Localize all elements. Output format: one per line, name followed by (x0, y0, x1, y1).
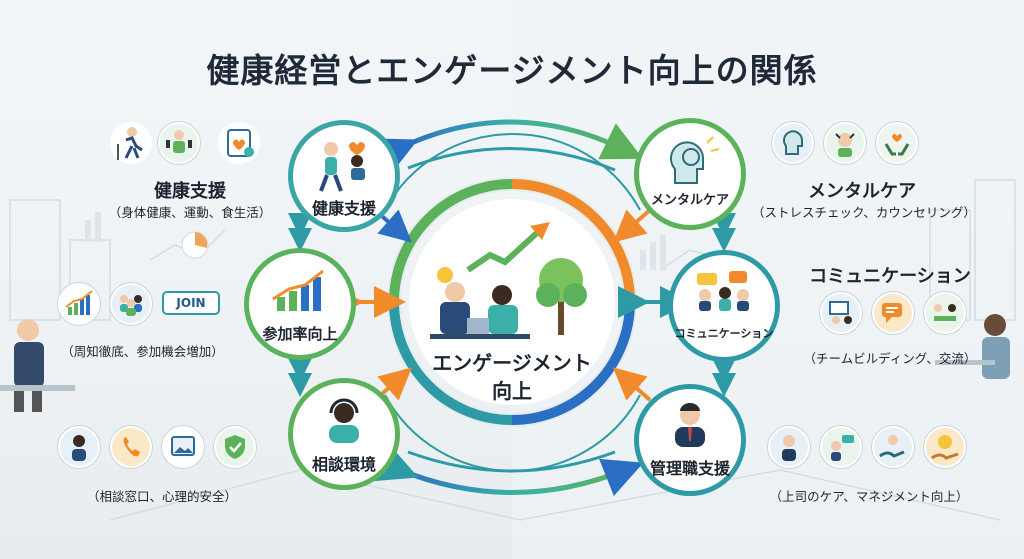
group-manager-subtitle: （上司のケア、マネジメント向上） (769, 489, 969, 504)
group-communication-subtitle: （チームビルディング、交流） (803, 351, 977, 366)
operator-icon (58, 426, 100, 468)
head-brain-icon (670, 136, 720, 184)
group-communication: コミュニケーション （チームビルディング、交流） (790, 262, 990, 370)
dumbbell-icon (158, 122, 200, 164)
group-communication-title: コミュニケーション (809, 266, 971, 287)
shield-check-icon (214, 426, 256, 468)
image-frame-icon (162, 426, 204, 468)
money-hand-icon (924, 426, 966, 468)
group-consultation-subtitle: （相談窓口、心理的安全） (86, 489, 237, 504)
node-consultation: 相談環境 (288, 378, 400, 490)
join-badge: JOIN (162, 291, 220, 315)
chat-bubble-icon (872, 292, 914, 334)
node-communication: コミュニケーション (668, 250, 780, 362)
group-mental-title: メンタルケア (808, 181, 916, 202)
phone-icon (110, 426, 152, 468)
group-mental-subtitle: （ストレスチェック、カウンセリング） (752, 205, 976, 220)
group-manager: （上司のケア、マネジメント向上） (754, 426, 984, 506)
exercise-icon (319, 142, 365, 192)
node-mental-label: メンタルケア (650, 193, 729, 208)
headset-person-icon (329, 398, 359, 443)
node-health-label: 健康支援 (311, 199, 376, 218)
businessman-icon (768, 426, 810, 468)
group-mental: メンタルケア （ストレスチェック、カウンセリング） (752, 122, 976, 222)
running-icon (110, 122, 152, 164)
health-clipboard-icon (218, 122, 260, 164)
node-communication-label: コミュニケーション (674, 327, 774, 340)
group-participation: JOIN （周知徹底、参加機会増加） (50, 283, 235, 363)
manager-person-icon (675, 403, 705, 447)
center-label-line1: エンゲージメント (432, 351, 592, 375)
growth-chart-icon (58, 283, 100, 325)
stress-icon (824, 122, 866, 164)
presentation-icon (820, 292, 862, 334)
team-table-icon (924, 292, 966, 334)
group-health: 健康支援 （身体健康、運動、食生活） (100, 122, 280, 222)
page-title: 健康経営とエンゲージメント向上の関係 (206, 51, 818, 90)
node-health: 健康支援 (288, 120, 400, 232)
group-health-subtitle: （身体健康、運動、食生活） (108, 205, 272, 220)
bar-chart-icon (272, 269, 324, 311)
group-health-title: 健康支援 (154, 181, 226, 202)
node-participation: 参加率向上 (244, 248, 356, 360)
mentor-chat-icon (820, 426, 862, 468)
center-illustration (430, 222, 587, 339)
brain-icon (772, 122, 814, 164)
node-participation-label: 参加率向上 (262, 325, 338, 343)
meeting-icon (697, 271, 749, 311)
node-consultation-label: 相談環境 (311, 455, 376, 474)
center-label: エンゲージメント 向上 (412, 349, 612, 405)
node-manager-label: 管理職支援 (649, 459, 730, 478)
group-participation-subtitle: （周知徹底、参加機会増加） (61, 344, 224, 359)
node-manager: 管理職支援 (634, 384, 746, 496)
group-consultation: （相談窓口、心理的安全） (52, 426, 272, 506)
center-label-line2: 向上 (492, 379, 532, 403)
node-mental: メンタルケア (634, 118, 746, 230)
care-hand-icon (872, 426, 914, 468)
team-icon (110, 283, 152, 325)
hands-heart-icon (876, 122, 918, 164)
